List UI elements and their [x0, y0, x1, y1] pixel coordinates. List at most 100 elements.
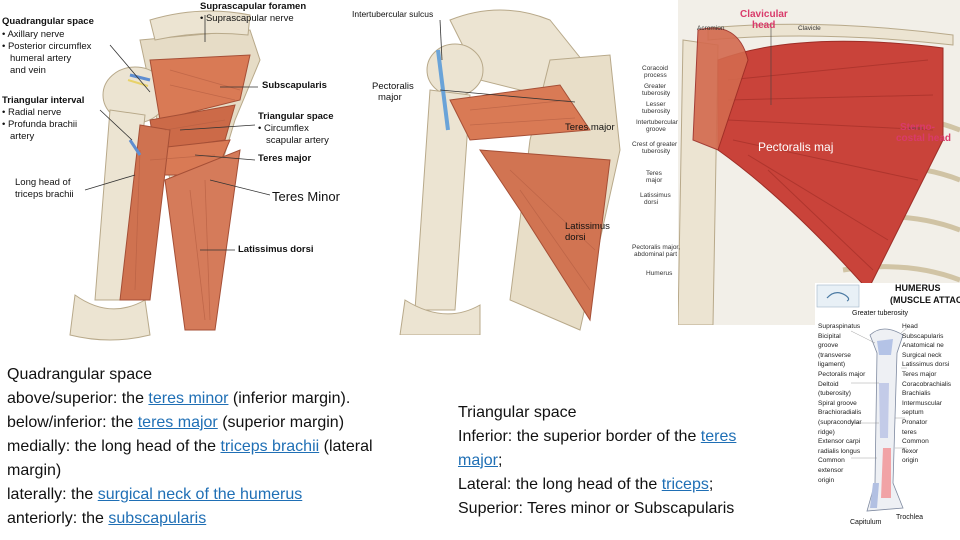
quad-anterior-line: anteriorly: the subscapularis	[7, 507, 452, 531]
left-label: Supraspinatus	[818, 322, 876, 332]
right-label: origin	[902, 456, 960, 466]
label-groove: groove	[646, 126, 666, 133]
label-suprascapular-nerve: • Suprascapular nerve	[200, 14, 294, 24]
anterior-shoulder-illustration	[360, 0, 680, 335]
link-surgical-neck[interactable]: surgical neck of the humerus	[98, 486, 303, 503]
label-triangular-interval: Triangular interval	[2, 96, 84, 106]
right-label: Subscapularis	[902, 332, 960, 342]
label-costal-head: costal head	[896, 133, 951, 144]
label-axillary-nerve: • Axillary nerve	[2, 30, 64, 40]
text: laterally: the	[7, 486, 98, 503]
label-triceps-brachii: triceps brachii	[15, 190, 74, 200]
right-label: Coracobrachialis	[902, 380, 960, 390]
link-subscapularis[interactable]: subscapularis	[108, 510, 206, 527]
text: anteriorly: the	[7, 510, 108, 527]
label-sterno: Sterno-	[900, 122, 935, 133]
right-label: Head	[902, 322, 960, 332]
left-label: Pectoralis major	[818, 370, 876, 380]
label-latissimus: Latissimus	[565, 222, 610, 232]
tri-superior-line: Superior: Teres minor or Subscapularis	[458, 497, 803, 521]
label-suprascapular-foramen: Suprascapular foramen	[200, 2, 306, 12]
label-pectoralis-maj: Pectoralis maj	[758, 141, 833, 154]
label-capitulum: Capitulum	[850, 519, 882, 527]
text: Inferior: the superior border of the	[458, 428, 701, 445]
label-subscapularis: Subscapularis	[262, 81, 327, 91]
label-posterior-circumflex: • Posterior circumflex	[2, 42, 91, 52]
label-long-head: Long head of	[15, 178, 70, 188]
text: ;	[709, 476, 713, 493]
quad-inferior-line: below/inferior: the teres major (superio…	[7, 411, 452, 435]
label-trochlea: Trochlea	[896, 514, 923, 522]
label-lesser-tuberosity: tuberosity	[642, 108, 670, 115]
left-label: Extensor carpi	[818, 437, 876, 447]
left-label: (supracondylar	[818, 418, 876, 428]
humerus-right-labels: Head Subscapularis Anatomical ne Surgica…	[902, 322, 960, 466]
label-teres-major-2: Teres major	[565, 123, 615, 133]
text: Lateral: the long head of the	[458, 476, 662, 493]
quad-medial-line: medially: the long head of the triceps b…	[7, 435, 452, 459]
right-label: flexor	[902, 447, 960, 457]
tri-heading: Triangular space	[458, 401, 803, 425]
link-triceps[interactable]: triceps	[662, 476, 709, 493]
tri-lateral-line: Lateral: the long head of the triceps;	[458, 473, 803, 497]
right-label: Teres major	[902, 370, 960, 380]
label-process: process	[644, 72, 667, 79]
label-clavicle: Clavicle	[798, 25, 821, 32]
label-profunda-brachii: • Profunda brachii	[2, 120, 77, 130]
quad-heading: Quadrangular space	[7, 363, 452, 387]
text: above/superior: the	[7, 390, 148, 407]
right-label: Intermuscular	[902, 399, 960, 409]
text: (inferior margin).	[228, 390, 350, 407]
label-radial-nerve: • Radial nerve	[2, 108, 61, 118]
label-quadrangular-space: Quadrangular space	[2, 17, 94, 27]
right-label: septum	[902, 408, 960, 418]
label-latissimus-dorsi: Latissimus dorsi	[238, 245, 314, 255]
label-crest-tuberosity: tuberosity	[642, 148, 670, 155]
left-label: Deltoid	[818, 380, 876, 390]
text: below/inferior: the	[7, 414, 138, 431]
pectoralis-major-illustration	[678, 0, 960, 325]
label-circumflex: • Circumflex	[258, 124, 309, 134]
left-label: extensor	[818, 466, 876, 476]
label-triangular-space: Triangular space	[258, 112, 334, 122]
text: (lateral	[319, 438, 372, 455]
quad-lateral-line: laterally: the surgical neck of the hume…	[7, 483, 452, 507]
right-label: Pronator	[902, 418, 960, 428]
label-acromion: Acromion	[697, 25, 724, 32]
left-label: Brachioradialis	[818, 408, 876, 418]
quadrangular-space-description: Quadrangular space above/superior: the t…	[7, 363, 452, 531]
label-and-vein: and vein	[10, 66, 46, 76]
left-label: (tuberosity)	[818, 389, 876, 399]
link-major[interactable]: major	[458, 452, 498, 469]
left-label: groove	[818, 341, 876, 351]
quad-medial-line-cont: margin)	[7, 459, 452, 483]
label-dorsi-3: dorsi	[644, 199, 658, 206]
label-humerus: Humerus	[646, 270, 672, 277]
label-dorsi: dorsi	[565, 233, 586, 243]
link-triceps-brachii[interactable]: triceps brachii	[220, 438, 319, 455]
label-abdominal-part: abdominal part	[634, 251, 677, 258]
label-scapular-artery: scapular artery	[266, 136, 329, 146]
text: medially: the long head of the	[7, 438, 220, 455]
tri-inferior-line-cont: major;	[458, 449, 803, 473]
label-humeral-artery: humeral artery	[10, 54, 71, 64]
humerus-title: HUMERUS	[895, 284, 941, 294]
left-label: radialis longus	[818, 447, 876, 457]
link-teres-minor[interactable]: teres minor	[148, 390, 228, 407]
label-intertubercular-sulcus: Intertubercular sulcus	[352, 10, 433, 19]
label-greater-tuberosity: tuberosity	[642, 90, 670, 97]
link-teres[interactable]: teres	[701, 428, 737, 445]
label-pectoralis-major: major	[378, 93, 402, 103]
left-label: Spiral groove	[818, 399, 876, 409]
link-teres-major[interactable]: teres major	[138, 414, 218, 431]
humerus-title-2: (MUSCLE ATTAC	[890, 296, 960, 306]
right-label: Surgical neck	[902, 351, 960, 361]
label-pectoralis: Pectoralis	[372, 82, 414, 92]
label-profunda-artery: artery	[10, 132, 34, 142]
right-label: Brachialis	[902, 389, 960, 399]
left-label: ligament)	[818, 360, 876, 370]
label-teres-major: Teres major	[258, 154, 311, 164]
right-label: Anatomical ne	[902, 341, 960, 351]
quad-superior-line: above/superior: the teres minor (inferio…	[7, 387, 452, 411]
left-label: ridge)	[818, 428, 876, 438]
